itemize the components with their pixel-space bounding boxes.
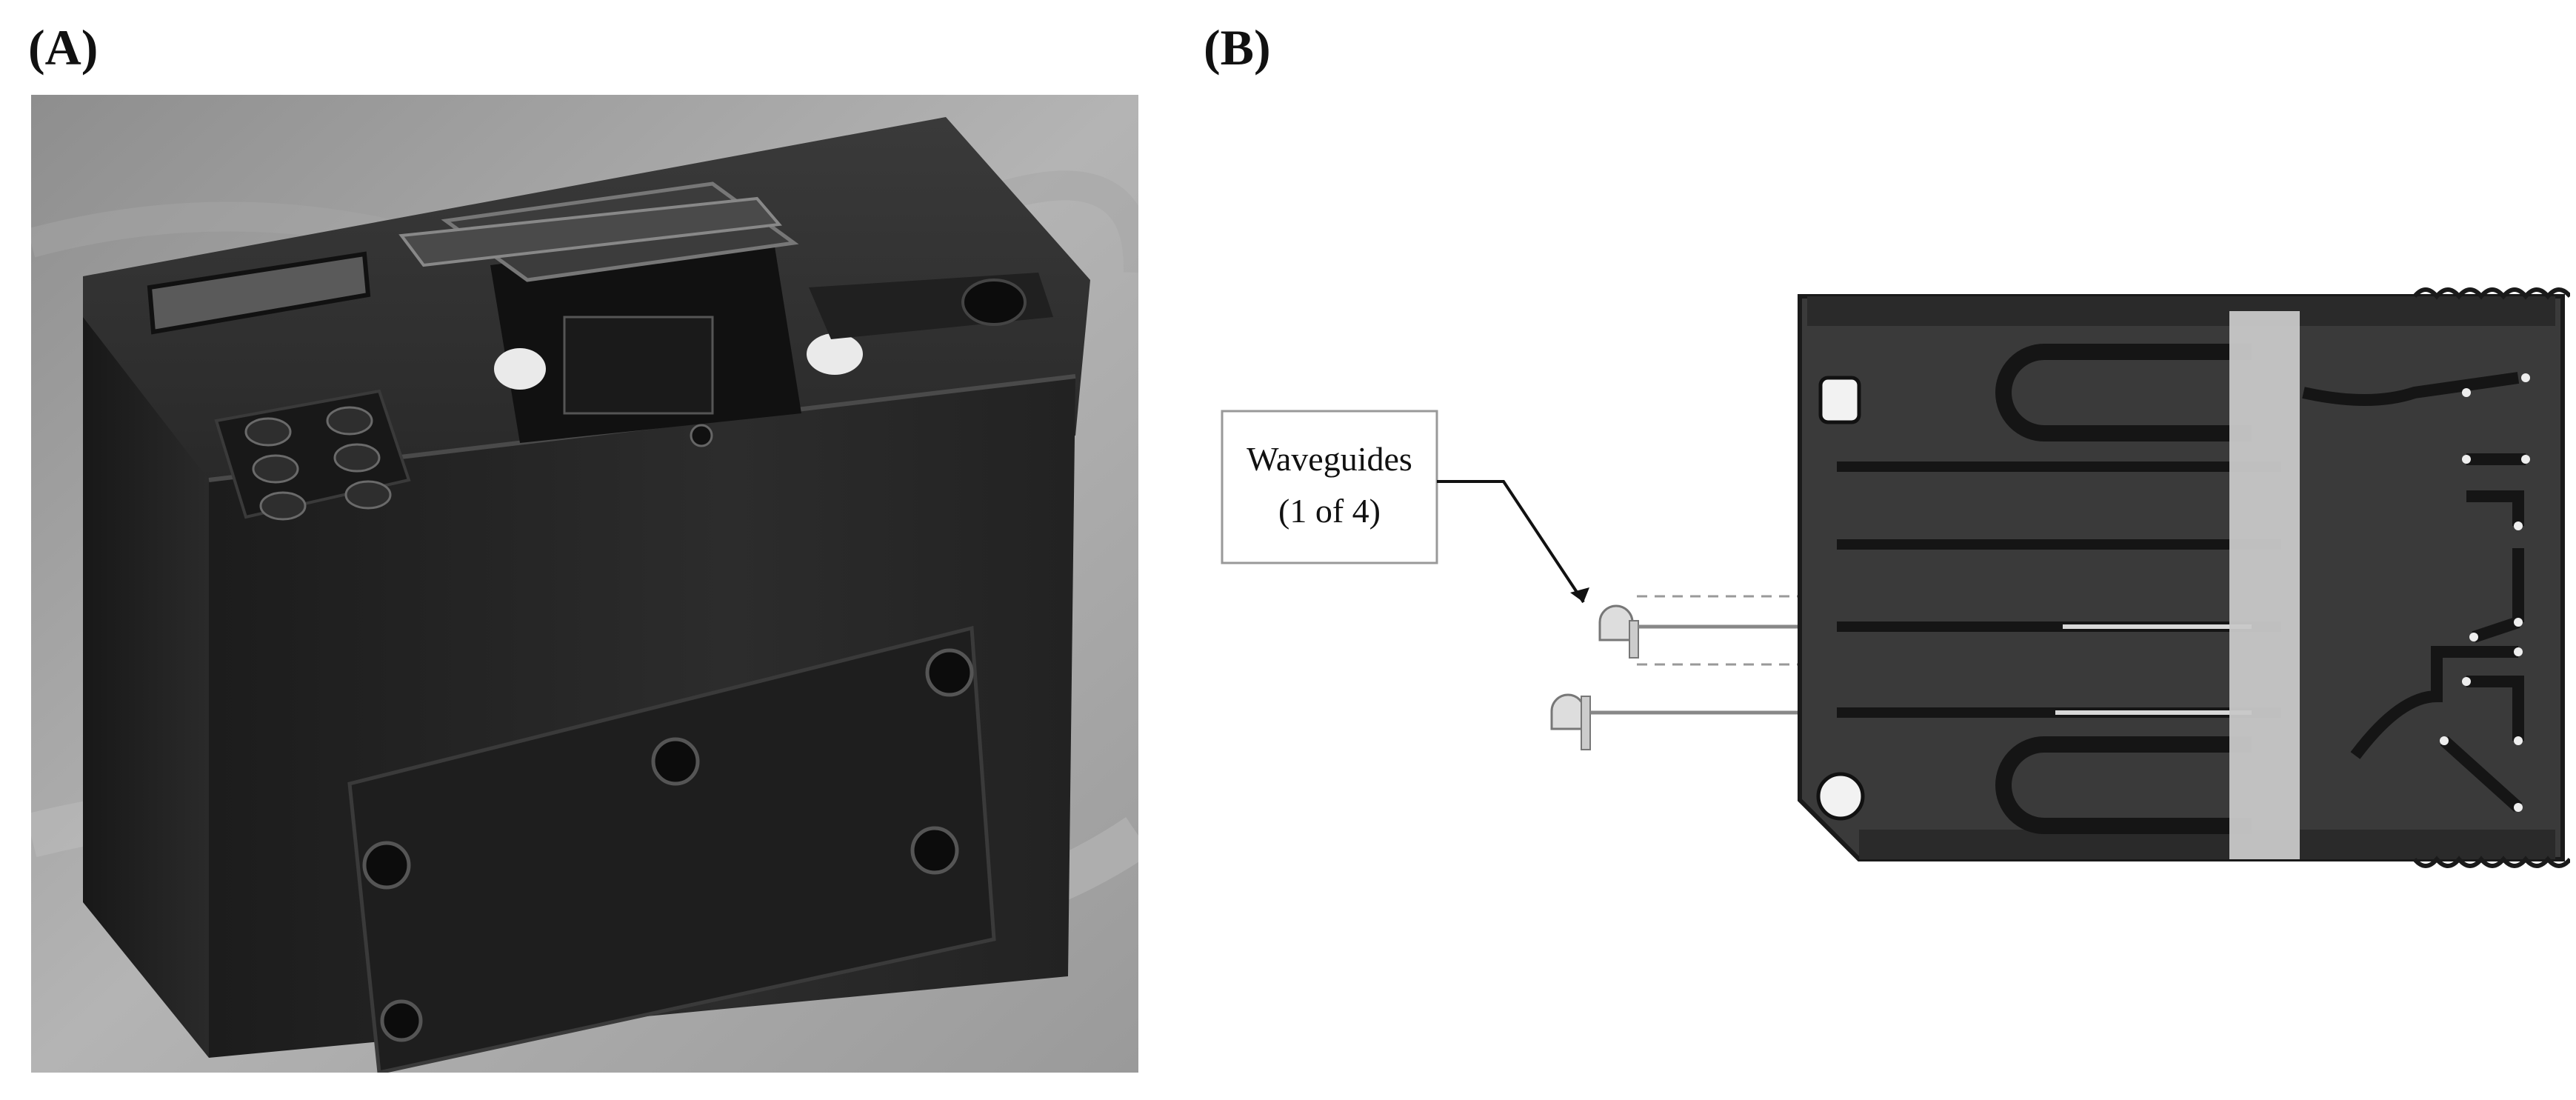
device-photo [31, 95, 1138, 1073]
thumbscrew-icon [807, 333, 863, 375]
callout-leader-line [1437, 480, 1585, 604]
device-left-side [83, 317, 209, 1058]
serrated-edge [2412, 856, 2570, 868]
display-slot [147, 251, 371, 335]
arrow-head-icon [1570, 587, 1589, 602]
led-icon [1598, 604, 1634, 641]
keypad-button-icon [259, 491, 307, 521]
channel [1995, 344, 2252, 441]
screw-icon [651, 737, 700, 786]
thumbscrew-icon [961, 279, 1027, 326]
screw-icon [380, 999, 423, 1042]
channel [2302, 372, 2520, 406]
cartridge-schematic: Waveguides (1 of 4) [1221, 287, 2570, 868]
thumbscrew-icon [494, 348, 546, 390]
keypad-button-icon [344, 480, 392, 510]
film-strip [2229, 311, 2300, 859]
keypad [214, 389, 411, 521]
front-plate [347, 625, 996, 1073]
serrated-edge [2412, 287, 2570, 300]
callout-line-1: Waveguides [1247, 440, 1412, 478]
channel [2466, 453, 2526, 526]
channel [2440, 676, 2524, 812]
screw-icon [690, 424, 713, 447]
cartridge-mount [398, 181, 863, 447]
waveguides-callout: Waveguides (1 of 4) [1221, 410, 1438, 564]
channel [1995, 736, 2252, 834]
screw-icon [925, 648, 974, 697]
fill-port [1818, 376, 1861, 424]
channel [2350, 646, 2518, 759]
keypad-button-icon [252, 454, 299, 484]
cartridge-body [1798, 294, 2565, 861]
callout-line-2: (1 of 4) [1278, 492, 1381, 530]
screw-icon [910, 826, 959, 875]
screw-icon [362, 841, 411, 890]
led-icon [1550, 693, 1586, 730]
keypad-button-icon [244, 417, 292, 447]
panel-b-label: (B) [1204, 19, 1271, 76]
keypad-button-icon [326, 406, 373, 436]
panel-a-label: (A) [28, 19, 99, 76]
outlet-port [1816, 772, 1865, 821]
keypad-button-icon [333, 443, 381, 473]
channel [2472, 548, 2524, 643]
